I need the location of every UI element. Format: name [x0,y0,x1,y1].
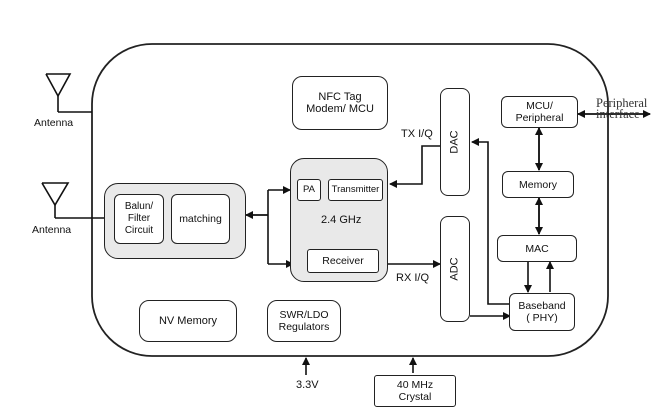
mcu-peripheral-block: MCU/ Peripheral [501,96,578,128]
dac-block: DAC [440,88,470,196]
swr-ldo-regulators-block: SWR/LDO Regulators [267,300,341,342]
peripheral-interface-label: Peripheral interface [596,96,648,121]
pa-block: PA [297,179,321,201]
rx-iq-label: RX I/Q [396,272,430,284]
antenna-top-label: Antenna [34,117,74,129]
adc-block: ADC [440,216,470,322]
supply-voltage-label: 3.3V [296,379,319,391]
frequency-label: 2.4 GHz [321,214,362,226]
memory-block: Memory [502,171,574,198]
adc-label: ADC [448,257,461,281]
receiver-block: Receiver [307,249,379,273]
crystal-block: 40 MHz Crystal [374,375,456,407]
antenna-bottom-icon [41,182,106,219]
transmitter-block: Transmitter [328,179,383,201]
nfc-modem-block: NFC Tag Modem/ MCU [292,76,388,130]
baseband-block: Baseband ( PHY) [509,293,575,331]
tx-iq-label: TX I/Q [401,128,433,140]
antenna-top-icon [45,73,92,113]
balun-filter-block: Balun/ Filter Circuit [114,194,164,244]
nv-memory-block: NV Memory [139,300,237,342]
mac-block: MAC [497,235,577,262]
dac-label: DAC [448,130,461,154]
matching-block: matching [171,194,230,244]
antenna-bottom-label: Antenna [32,224,72,236]
